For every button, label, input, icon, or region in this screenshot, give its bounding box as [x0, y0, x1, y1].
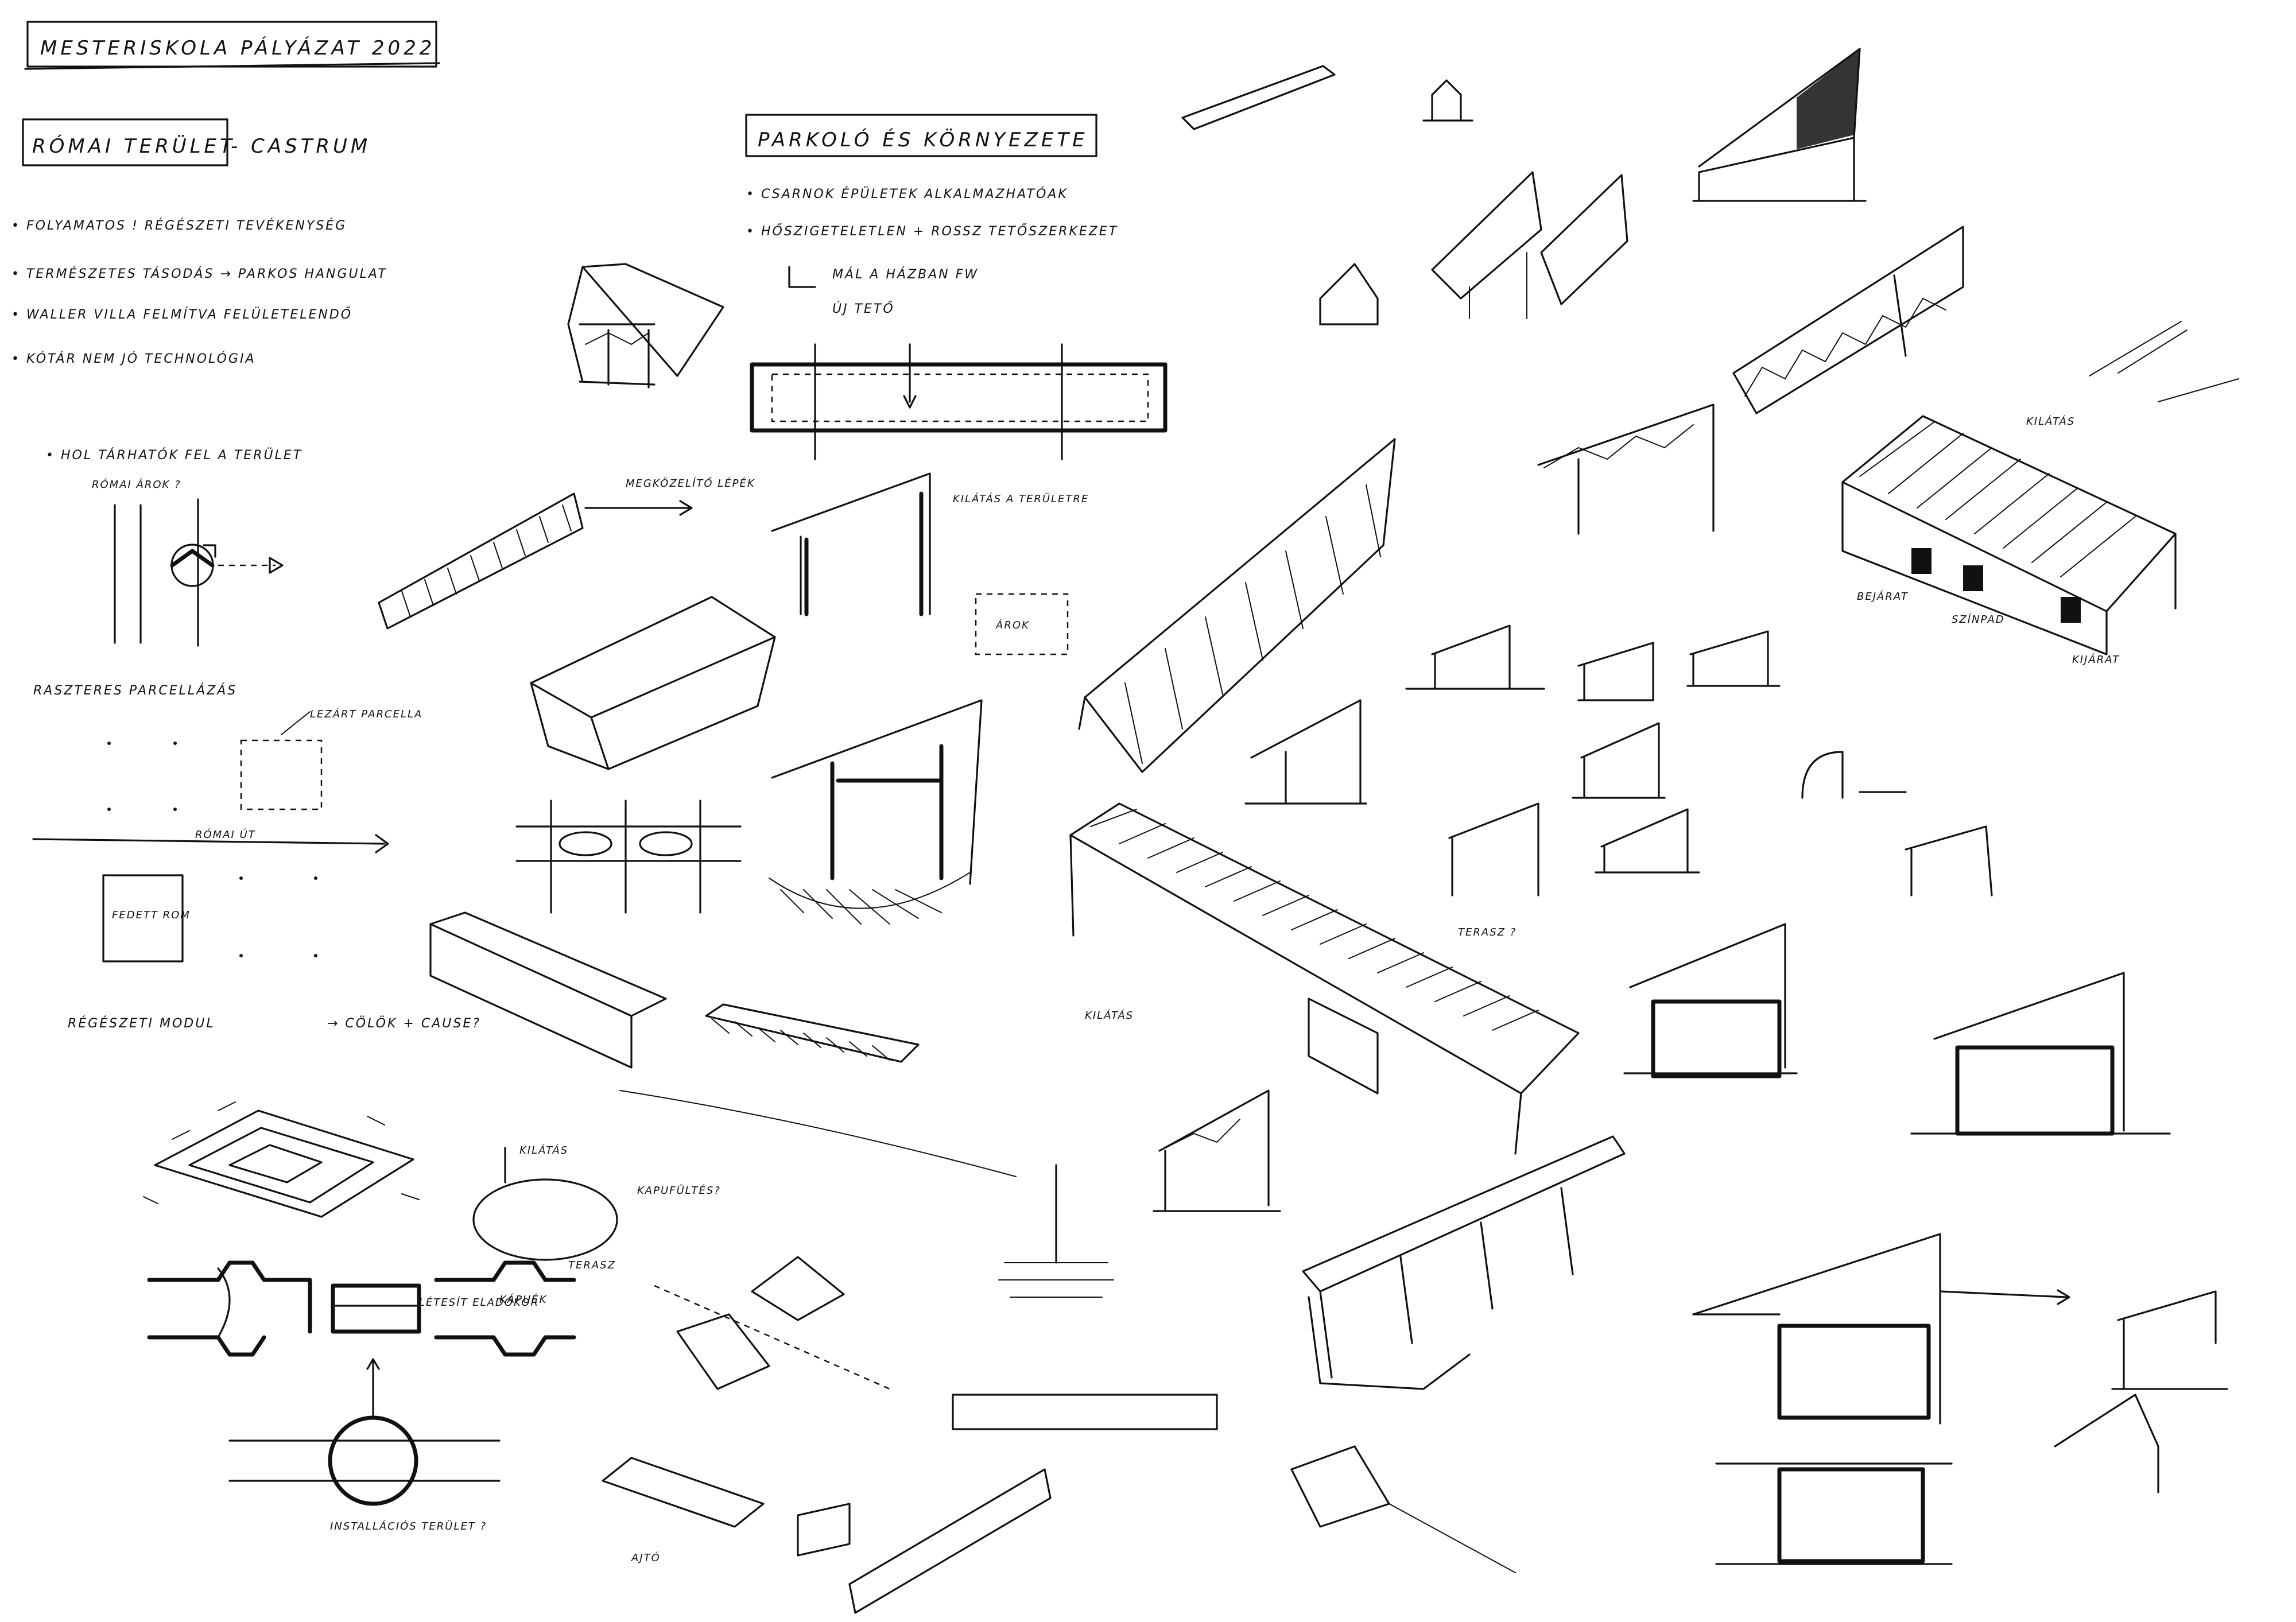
pergola-perspective — [1302, 1135, 1626, 1390]
dark-roof-section — [1692, 48, 1867, 202]
open-roof-sketches — [1319, 171, 1628, 325]
sheet-title: MESTERISKOLA PÁLYÁZAT 2022 — [40, 36, 435, 60]
installation-circle: INSTALLÁCIÓS TERÜLET ? — [228, 1358, 501, 1532]
small-lower-label: AJTÓ — [631, 1551, 661, 1564]
view-ellipse: KILÁTÁS TERASZ — [472, 1144, 618, 1271]
iso-shed-sketch — [567, 263, 724, 389]
parcel-heading: RASZTERES PARCELLÁZÁS — [33, 683, 237, 698]
excavation-pit-sketch — [143, 1101, 420, 1218]
hatch-marks — [2089, 321, 2239, 402]
section-right-3 — [1692, 1233, 2070, 1425]
building-label: LÉTESÍT ELADÓKOR — [419, 1296, 539, 1309]
view-label: KILÁTÁS — [519, 1144, 568, 1157]
parcel-scheme: RASZTERES PARCELLÁZÁS LEZÁRT PARCELLA RÓ… — [32, 683, 422, 963]
roman-area-sublabel: - CASTRUM — [231, 135, 371, 158]
entrance-label: MEGKÖZELÍTŐ LÉPÉK — [626, 477, 755, 490]
roman-area-notes: RÓMAI TERÜLET - CASTRUM • FOLYAMATOS ! R… — [11, 118, 387, 491]
closed-parcel-label: LEZÁRT PARCELLA — [310, 708, 422, 720]
east-entrance-label: BEJÁRAT — [1857, 590, 1909, 603]
terrace-q-label: TERASZ ? — [1458, 926, 1517, 938]
center-long-barn: KILÁTÁS TERASZ ? — [1069, 802, 1580, 1155]
roman-bullet-1: • FOLYAMATOS ! RÉGÉSZETI TEVÉKENYSÉG — [11, 218, 347, 233]
lean-to-section-1 — [1537, 403, 1715, 535]
lower-center-misc — [429, 911, 1114, 1298]
long-view-label: KILÁTÁS — [1085, 1009, 1134, 1022]
roman-question: • HOL TÁRHATÓK FEL A TERÜLET — [46, 448, 302, 463]
lower-strip-sketches: AJTÓ — [602, 1394, 1516, 1614]
parking-bullet-2: • HŐSZIGETELETLEN + ROSSZ TETŐSZERKEZET — [746, 224, 1118, 239]
parking-plan-bar — [750, 343, 1168, 460]
roman-ditch-plan — [114, 498, 284, 647]
section-right-2 — [1910, 972, 2171, 1136]
section-right-4 — [1715, 1462, 1953, 1565]
corridor-plan: LÉTESÍT ELADÓKOR KÁPUÉK — [147, 1260, 576, 1357]
castle-label: KÁPUÉK — [499, 1293, 547, 1306]
covered-ruin-label: FEDETT ROM — [112, 909, 191, 921]
truss-perspective — [1732, 226, 1964, 414]
ditch-label: ÁROK — [995, 619, 1030, 631]
parking-arrow-note-2: ÚJ TETŐ — [832, 301, 895, 316]
long-barn-perspective — [1078, 438, 1396, 773]
roman-ditch-label: RÓMAI ÁROK ? — [92, 478, 181, 491]
parking-bullet-1: • CSARNOK ÉPÜLETEK ALKALMAZHATÓAK — [746, 187, 1068, 201]
middle-sections — [1244, 624, 1993, 897]
east-passage-label: KIJÁRAT — [2072, 653, 2120, 666]
terrace-label: TERASZ — [568, 1259, 616, 1271]
small-right-shed — [2054, 1290, 2228, 1493]
lean-to-lower — [1153, 1089, 1281, 1212]
parking-arrow-note-1: MÁL A HÁZBAN FW — [832, 267, 979, 282]
roman-area-label: RÓMAI TERÜLET — [32, 134, 235, 158]
view-to-site-label: KILÁTÁS A TERÜLETRE — [953, 492, 1089, 505]
roman-bullet-3: • WALLER VILLA FELMÍTVA FELÜLETELENDŐ — [11, 307, 352, 322]
parking-section: ÁROK — [771, 472, 1069, 655]
parking-notes: PARKOLÓ ÉS KÖRNYEZETE • CSARNOK ÉPÜLETEK… — [745, 114, 1118, 316]
beam-sketch — [1181, 65, 1336, 130]
roman-bullet-2: • TERMÉSZETES TÁSODÁS → PARKOS HANGULAT — [11, 266, 387, 281]
plan-with-ovals — [515, 800, 742, 914]
title-block: MESTERISKOLA PÁLYÁZAT 2022 — [24, 21, 440, 70]
east-stairs-label: SZÍNPAD — [1952, 613, 2005, 626]
installation-label: INSTALLÁCIÓS TERÜLET ? — [330, 1520, 487, 1532]
roman-road-label: RÓMAI ÚT — [195, 828, 256, 841]
section-with-ground — [769, 699, 983, 925]
east-view-label: KILÁTÁS — [2026, 415, 2075, 428]
section-right-1 — [1623, 923, 1798, 1078]
archaeology-module-parts: → CÖLÖK + CAUSE? — [327, 1016, 481, 1031]
long-pergola-sketch — [378, 492, 584, 630]
iso-hall-sketch — [530, 596, 776, 770]
roof-question-sketch: KAPUFÜLTÉS? — [637, 1184, 890, 1390]
right-barn-perspective: KILÁTÁS BEJÁRAT SZÍNPAD KIJÁRAT — [1841, 415, 2177, 666]
roman-bullet-4: • KÓTÁR NEM JÓ TECHNOLÓGIA — [11, 351, 256, 366]
roof-question-label: KAPUFÜLTÉS? — [637, 1184, 721, 1197]
archaeology-module-label: RÉGÉSZETI MODUL — [68, 1016, 215, 1031]
parking-label: PARKOLÓ ÉS KÖRNYEZETE — [758, 128, 1088, 152]
roof-section-small — [1422, 79, 1473, 122]
